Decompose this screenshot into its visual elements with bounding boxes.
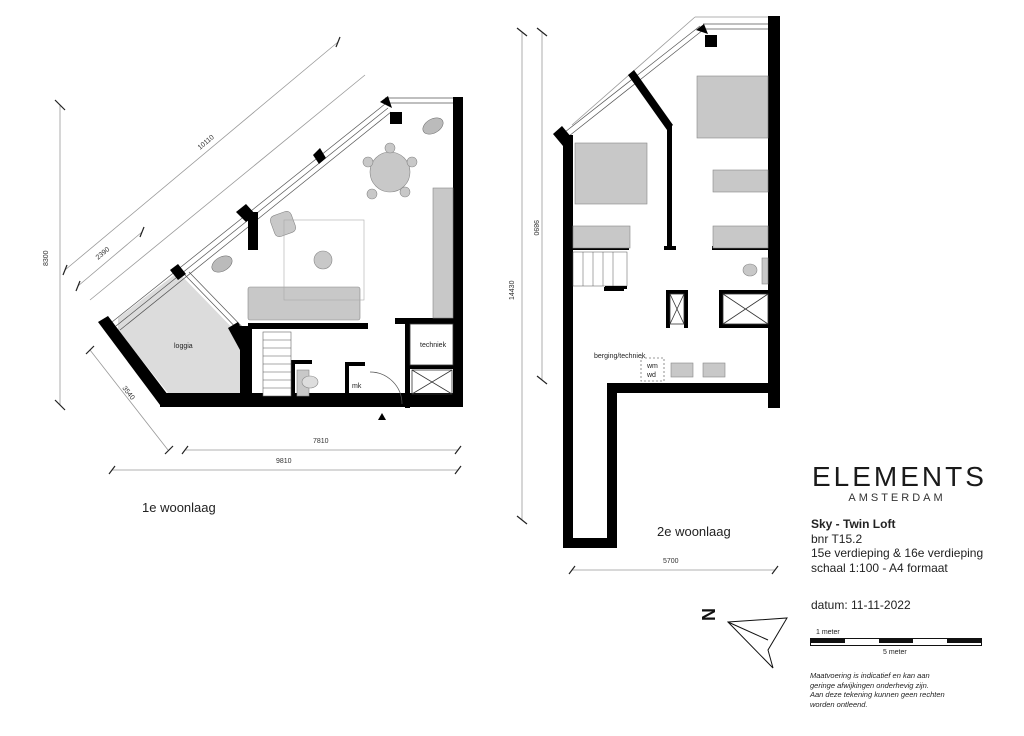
scalebar-bottom-label: 5 meter (883, 649, 907, 656)
dim-diagonal-total: 10110 (197, 134, 216, 152)
label-wd: wd (646, 372, 656, 379)
dim-diagonal-partial: 2390 (95, 246, 112, 261)
armchair (270, 211, 296, 237)
room-label-techniek: techniek (420, 342, 447, 349)
room-label-loggia: loggia (174, 343, 193, 350)
dim-height-total: 14430 (509, 280, 516, 300)
dim-height-partial: 9890 (532, 220, 539, 236)
floor1-plan: 10110 2390 8300 3540 7810 9810 (43, 36, 463, 475)
disclaimer-line: Aan deze tekening kunnen geen rechten (810, 690, 945, 699)
kitchen-counter (432, 187, 454, 319)
disclaimer-line: Maatvoering is indicatief en kan aan (810, 671, 930, 680)
rug (283, 219, 365, 301)
unit-number: bnr T15.2 (811, 531, 863, 546)
techniek-room (409, 323, 454, 366)
sink-1 (670, 362, 694, 378)
floor2-furniture (572, 75, 769, 378)
brand-logo: ELEMENTS AMSTERDAM (812, 461, 987, 505)
scalebar-top-label: 1 meter (816, 629, 840, 636)
floor2-plan: 14430 9890 5700 (509, 16, 780, 575)
wardrobe-second (572, 225, 631, 249)
disclaimer: Maatvoering is indicatief en kan aan ger… (810, 671, 990, 709)
bed-second (574, 142, 648, 205)
shaft-cross (411, 369, 453, 395)
entrance-marker-icon (378, 413, 386, 420)
dining-table (369, 151, 411, 193)
north-arrow-icon: N (698, 608, 788, 669)
loggia-area (118, 272, 244, 393)
brand-city: AMSTERDAM (848, 492, 946, 504)
disclaimer-line: geringe afwijkingen onderhevig zijn. (810, 680, 929, 690)
scale-text: schaal 1:100 - A4 formaat (811, 560, 948, 575)
floor1-stair-treads (263, 339, 291, 389)
toilet-upper (742, 263, 758, 277)
plant-icons (211, 117, 444, 273)
floor2-label: 2e woonlaag (657, 524, 731, 539)
sink-2 (702, 362, 726, 378)
brand-name: ELEMENTS (812, 461, 987, 492)
room-label-berging: berging/techniek (594, 353, 646, 360)
floor2-shafts (640, 293, 769, 382)
floor2-walls (553, 16, 780, 548)
floor2-stair-treads (572, 251, 628, 287)
dim-width-total: 9810 (276, 458, 292, 465)
floor2-dimension-lines (516, 16, 779, 575)
room-label-mk: mk (352, 383, 362, 390)
disclaimer-line: worden ontleend. (810, 699, 868, 709)
floor1-walls (98, 96, 463, 408)
bed-master (696, 75, 769, 139)
entry-door-swing (369, 371, 403, 405)
date-text: datum: 11-11-2022 (811, 598, 911, 612)
floors-text: 15e verdieping & 16e verdieping (811, 546, 984, 560)
floor1-dimension-lines (54, 36, 462, 475)
wardrobe-master (712, 169, 769, 193)
project-title: Sky - Twin Loft (811, 517, 896, 531)
north-label: N (698, 608, 718, 621)
floor1-furniture (247, 142, 454, 397)
stair-landing (605, 286, 627, 289)
sofa (247, 286, 361, 321)
project-info: Sky - Twin Loft bnr T15.2 15e verdieping… (811, 517, 983, 575)
floor1-label: 1e woonlaag (142, 500, 216, 515)
dim-height: 8300 (43, 250, 50, 266)
label-wm: wm (646, 363, 658, 370)
dim-width: 5700 (663, 558, 679, 565)
washer-dryer-spot (640, 357, 665, 382)
coffee-table (313, 250, 333, 270)
dim-width-inner: 7810 (313, 438, 329, 445)
scalebar (810, 638, 982, 646)
wardrobe-master-2 (712, 225, 769, 249)
